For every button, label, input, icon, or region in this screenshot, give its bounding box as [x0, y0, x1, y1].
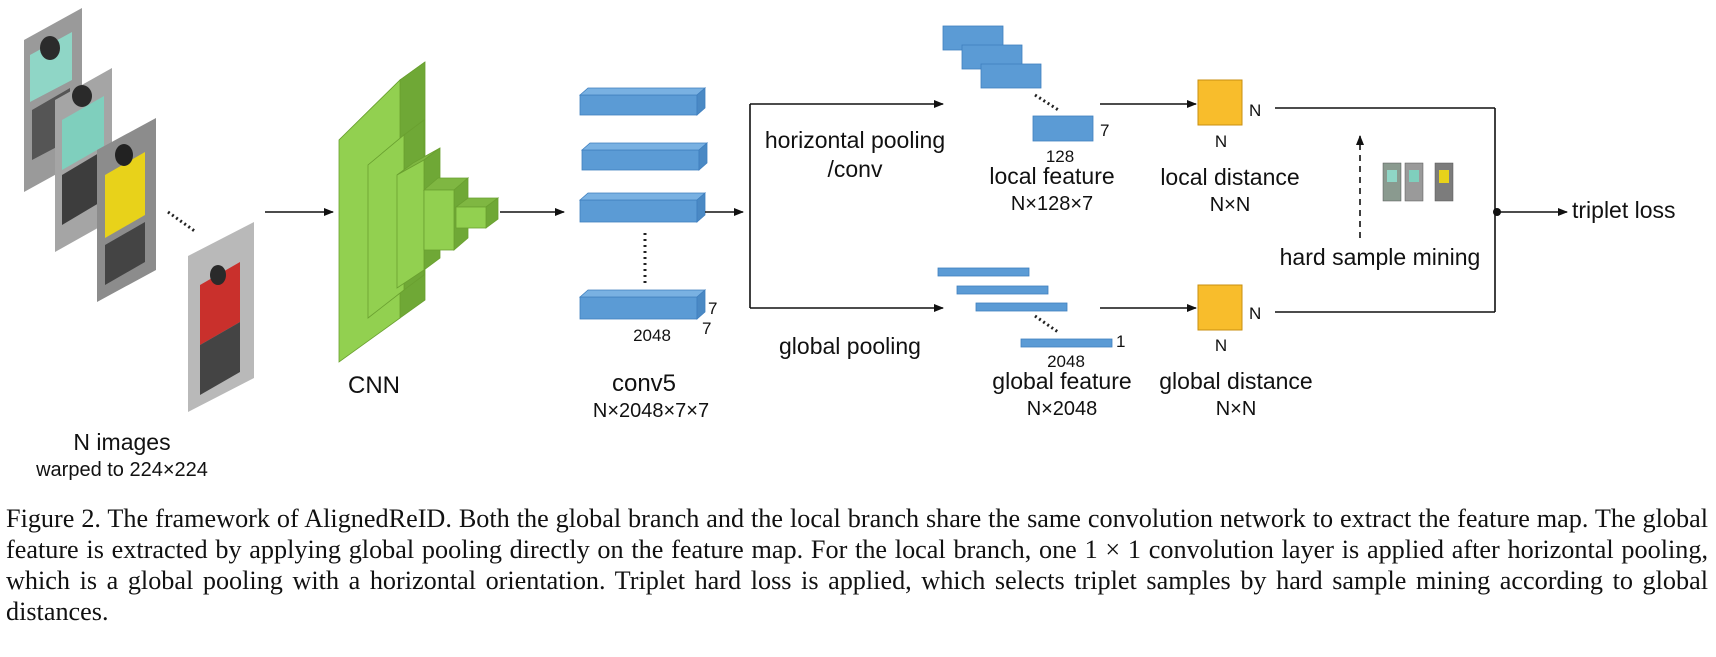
conv5-slice-3: [578, 192, 707, 223]
hard-sample-mining-label: hard sample mining: [1280, 244, 1481, 270]
global-distance-n-right: N: [1249, 304, 1261, 323]
conv5-dim-7-depth: 7: [708, 299, 717, 318]
local-feature-label: local feature: [989, 163, 1114, 189]
local-distance-dims-label: N×N: [1210, 194, 1251, 216]
conv5-stack: [578, 87, 709, 320]
global-pooling-label: global pooling: [779, 333, 921, 359]
conv5-slice-2: [580, 142, 709, 171]
loss-connectors: [1275, 107, 1568, 313]
warped-label: warped to 224×224: [35, 459, 208, 481]
cnn-block: [338, 61, 500, 363]
person-image-1: [24, 8, 82, 192]
local-distance-n-right: N: [1249, 101, 1261, 120]
local-distance-label: local distance: [1160, 164, 1299, 190]
framework-diagram: N images warped to 224×224 CNN: [24, 8, 1676, 481]
conv5-dim-7-height: 7: [702, 319, 711, 338]
person-image-4: [188, 222, 254, 412]
conv5-label: conv5: [612, 370, 676, 397]
local-feature-stack: [942, 25, 1094, 142]
global-distance-dims-label: N×N: [1216, 398, 1257, 420]
global-feature-dims-label: N×2048: [1027, 398, 1098, 420]
local-distance-matrix: [1197, 79, 1243, 126]
global-distance-matrix: [1197, 284, 1243, 331]
global-dim-1: 1: [1116, 332, 1125, 351]
input-images: [24, 8, 254, 412]
person-image-2: [55, 68, 112, 252]
local-dim-7: 7: [1100, 121, 1109, 140]
conv5-dim-2048: 2048: [633, 326, 671, 345]
conv5-dims-label: N×2048×7×7: [593, 400, 709, 422]
images-ellipsis: [167, 210, 197, 234]
person-image-3: [97, 118, 156, 302]
branch-connectors: [705, 100, 944, 312]
figure-caption: Figure 2. The framework of AlignedReID. …: [6, 504, 1708, 626]
triplet-sample-thumbnails: [1382, 162, 1454, 202]
global-dim-2048: 2048: [1047, 352, 1085, 371]
global-feature-label: global feature: [992, 368, 1131, 394]
conv5-slice-4: [578, 289, 707, 320]
horizontal-pooling-conv-label: /conv: [828, 156, 883, 182]
global-distance-n-below: N: [1215, 336, 1227, 355]
horizontal-pooling-label: horizontal pooling: [765, 127, 945, 153]
n-images-label: N images: [73, 429, 170, 455]
merge-point: [1493, 208, 1501, 216]
local-distance-n-below: N: [1215, 132, 1227, 151]
local-dim-128: 128: [1046, 147, 1074, 166]
global-feature-stack: [937, 267, 1113, 348]
conv5-slice-1: [578, 87, 707, 116]
local-feature-dims-label: N×128×7: [1011, 193, 1093, 215]
cnn-label: CNN: [348, 372, 400, 399]
global-distance-label: global distance: [1159, 368, 1312, 394]
triplet-loss-label: triplet loss: [1572, 197, 1676, 223]
